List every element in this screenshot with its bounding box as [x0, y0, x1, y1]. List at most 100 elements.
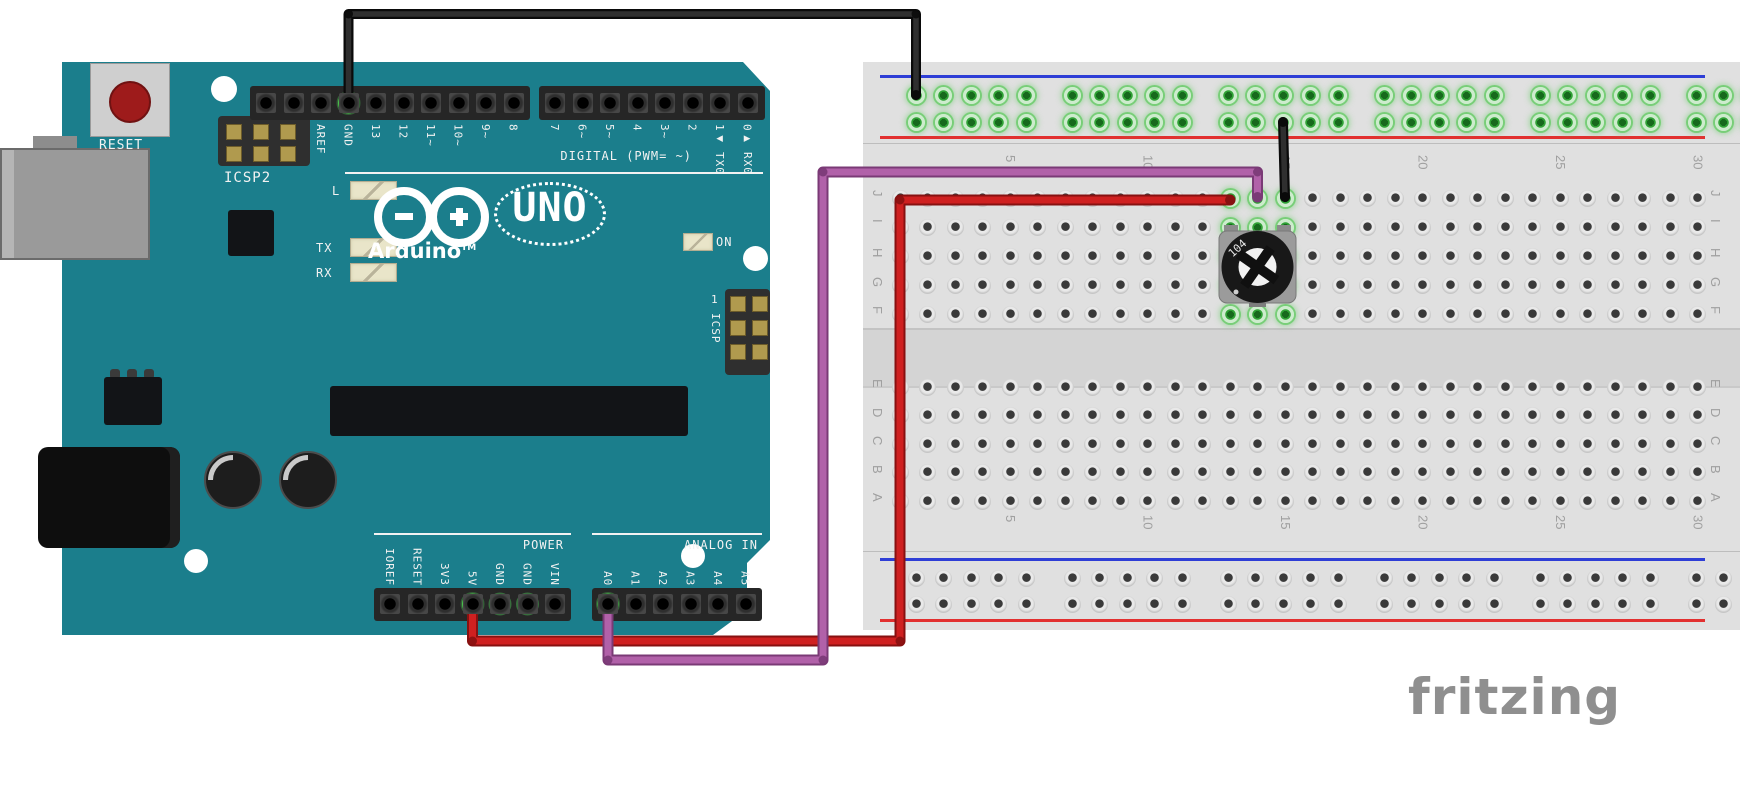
breadboard-hole[interactable] [1304, 276, 1321, 294]
breadboard-hole[interactable] [1441, 247, 1459, 265]
top-rail-hole[interactable] [1063, 113, 1081, 131]
breadboard-hole[interactable] [946, 189, 964, 207]
top-rail-hole[interactable] [1641, 86, 1659, 104]
breadboard-hole[interactable] [1276, 492, 1294, 510]
digital-pin-2[interactable] [682, 93, 703, 113]
breadboard-hole[interactable] [1304, 407, 1321, 424]
breadboard-hole[interactable] [974, 407, 991, 424]
icsp2-pin[interactable] [280, 146, 296, 162]
breadboard-hole[interactable] [1551, 407, 1569, 424]
breadboard-hole[interactable] [1139, 407, 1156, 424]
breadboard-hole[interactable] [1441, 407, 1459, 424]
breadboard-hole[interactable] [1276, 407, 1294, 424]
breadboard-hole[interactable] [1359, 276, 1376, 294]
breadboard-hole[interactable] [1249, 464, 1266, 481]
breadboard-hole[interactable] [1331, 435, 1349, 453]
breadboard-hole[interactable] [1386, 305, 1404, 323]
breadboard-hole[interactable] [1524, 218, 1541, 236]
breadboard-hole[interactable] [1056, 378, 1074, 396]
breadboard-hole[interactable] [1139, 189, 1156, 207]
bottom-rail-hole[interactable] [1329, 569, 1347, 587]
breadboard-hole[interactable] [1359, 218, 1376, 236]
breadboard-hole[interactable] [1386, 276, 1404, 294]
breadboard-hole[interactable] [1496, 407, 1514, 424]
breadboard-hole[interactable] [1524, 435, 1541, 453]
breadboard-hole[interactable] [1386, 189, 1404, 207]
bottom-rail-hole[interactable] [1247, 569, 1264, 587]
breadboard-hole[interactable] [1194, 407, 1211, 424]
bottom-rail-hole[interactable] [1274, 569, 1292, 587]
bottom-rail-hole[interactable] [907, 569, 925, 587]
breadboard-hole[interactable] [1441, 492, 1459, 510]
breadboard-hole[interactable] [1661, 218, 1679, 236]
breadboard-hole[interactable] [1139, 247, 1156, 265]
breadboard-hole[interactable] [1689, 492, 1706, 510]
digital-pin-6[interactable] [572, 93, 593, 113]
breadboard-hole[interactable] [1634, 305, 1651, 323]
breadboard-hole[interactable] [1194, 492, 1211, 510]
breadboard-hole[interactable] [1551, 247, 1569, 265]
breadboard-hole[interactable] [1139, 492, 1156, 510]
breadboard-hole[interactable] [919, 464, 936, 481]
breadboard-hole[interactable] [1551, 378, 1569, 396]
breadboard-hole[interactable] [1029, 218, 1046, 236]
5v-wire-bendpoint[interactable] [468, 636, 477, 646]
breadboard-hole[interactable] [919, 305, 936, 323]
breadboard-hole[interactable] [1524, 189, 1541, 207]
top-rail-hole[interactable] [935, 113, 952, 131]
breadboard-hole[interactable] [1689, 435, 1706, 453]
breadboard-hole[interactable] [1056, 189, 1074, 207]
breadboard-hole[interactable] [946, 247, 964, 265]
breadboard-hole[interactable] [1689, 464, 1706, 481]
breadboard-hole[interactable] [919, 407, 936, 424]
top-rail-hole[interactable] [1586, 113, 1604, 131]
breadboard-hole[interactable] [1469, 435, 1486, 453]
breadboard-hole[interactable] [1111, 435, 1129, 453]
breadboard-hole[interactable] [1029, 435, 1046, 453]
top-rail-hole[interactable] [1302, 113, 1319, 131]
breadboard-hole[interactable] [1056, 492, 1074, 510]
bottom-rail-hole[interactable] [1531, 595, 1549, 613]
breadboard-hole[interactable] [946, 464, 964, 481]
top-rail-hole[interactable] [1715, 113, 1732, 131]
bottom-rail-hole[interactable] [962, 595, 980, 613]
top-rail-hole[interactable] [1091, 113, 1108, 131]
breadboard-hole[interactable] [1221, 464, 1239, 481]
breadboard-hole[interactable] [1524, 492, 1541, 510]
breadboard-hole[interactable] [1469, 218, 1486, 236]
breadboard-hole[interactable] [1084, 218, 1101, 236]
breadboard-hole[interactable] [1111, 492, 1129, 510]
breadboard-hole[interactable] [1469, 305, 1486, 323]
bottom-rail-hole[interactable] [1559, 595, 1576, 613]
breadboard-hole[interactable] [1111, 218, 1129, 236]
breadboard-hole[interactable] [1606, 378, 1624, 396]
breadboard-hole[interactable] [1606, 218, 1624, 236]
breadboard-hole[interactable] [1331, 218, 1349, 236]
top-rail-hole[interactable] [1531, 113, 1549, 131]
breadboard-hole[interactable] [1249, 407, 1266, 424]
usb-connector[interactable] [0, 148, 150, 260]
breadboard-hole[interactable] [1634, 189, 1651, 207]
breadboard-hole[interactable] [1084, 276, 1101, 294]
top-rail-hole[interactable] [1485, 113, 1503, 131]
breadboard-hole[interactable] [1634, 492, 1651, 510]
analog-pin-A4[interactable] [708, 594, 728, 614]
breadboard-hole[interactable] [1111, 464, 1129, 481]
bottom-rail-hole[interactable] [1063, 569, 1081, 587]
breadboard-hole[interactable] [1221, 492, 1239, 510]
breadboard-hole[interactable] [1084, 464, 1101, 481]
breadboard-hole[interactable] [1029, 247, 1046, 265]
icsp-pin[interactable] [752, 296, 768, 312]
bottom-rail-hole[interactable] [1329, 595, 1347, 613]
top-rail-hole[interactable] [1118, 86, 1136, 104]
breadboard-hole[interactable] [1661, 378, 1679, 396]
bottom-rail-hole[interactable] [1403, 595, 1420, 613]
breadboard-hole[interactable] [1001, 189, 1019, 207]
breadboard-hole[interactable] [1166, 464, 1184, 481]
breadboard-hole[interactable] [1661, 407, 1679, 424]
top-rail-hole[interactable] [1614, 113, 1631, 131]
bottom-rail-hole[interactable] [1302, 569, 1319, 587]
breadboard-hole[interactable] [1469, 276, 1486, 294]
breadboard-hole[interactable] [1441, 464, 1459, 481]
breadboard-hole[interactable] [1166, 492, 1184, 510]
